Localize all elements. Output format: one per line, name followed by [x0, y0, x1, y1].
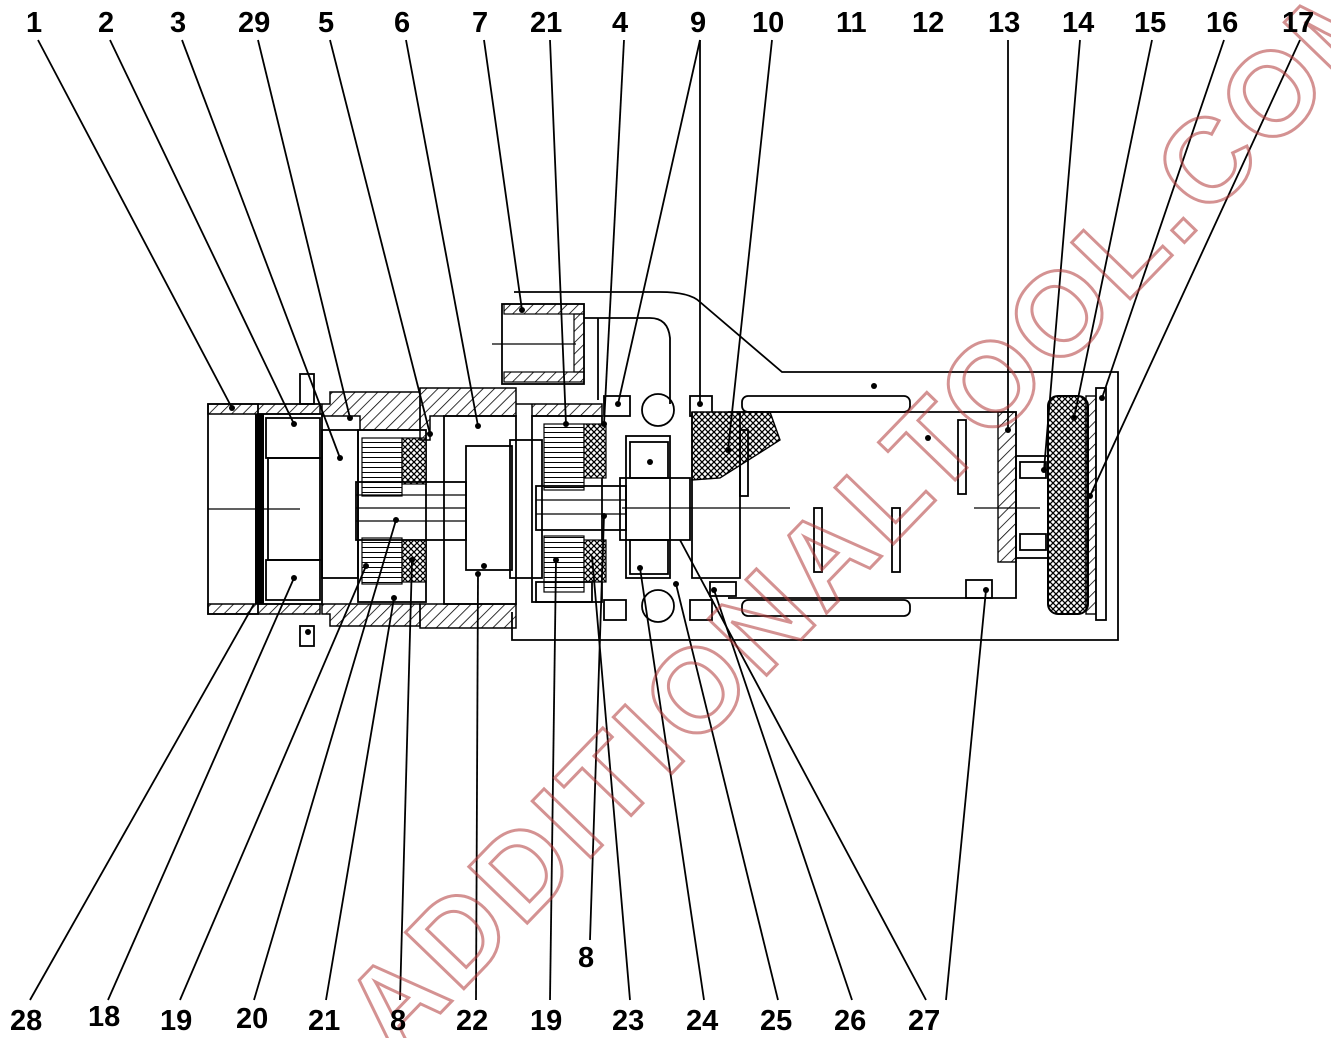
label-top: 21 — [530, 7, 562, 39]
label-bottom: 19 — [530, 1005, 562, 1037]
label-top: 7 — [472, 7, 488, 39]
label-top: 16 — [1206, 7, 1238, 39]
watermark-text: ADDITIONALTOOL.COM — [319, 0, 1331, 1038]
watermark: ADDITIONALTOOL.COM — [317, 0, 1331, 1038]
label-top: 4 — [612, 7, 628, 39]
label-top: 14 — [1062, 7, 1094, 39]
bottom-labels: 28 18 19 20 21 8 22 19 23 24 25 26 27 8 — [10, 942, 940, 1037]
leader-lines — [29, 39, 1301, 1001]
assembly-drawing — [207, 291, 1119, 647]
label-bottom: 19 — [160, 1005, 192, 1037]
label-top: 29 — [238, 7, 270, 39]
label-bottom: 18 — [88, 1001, 120, 1033]
label-top: 1 — [26, 7, 42, 39]
label-bottom: 28 — [10, 1005, 42, 1037]
label-bottom: 25 — [760, 1005, 792, 1037]
label-bottom: 26 — [834, 1005, 866, 1037]
top-labels: 1 2 3 29 5 6 7 21 4 9 10 11 12 13 14 15 … — [26, 7, 1314, 39]
label-top: 17 — [1282, 7, 1314, 39]
label-bottom: 21 — [308, 1005, 340, 1037]
label-top: 12 — [912, 7, 944, 39]
label-top: 6 — [394, 7, 410, 39]
label-top: 11 — [836, 7, 867, 39]
label-top: 15 — [1134, 7, 1166, 39]
label-top: 9 — [690, 7, 706, 39]
label-top: 13 — [988, 7, 1020, 39]
label-top: 5 — [318, 7, 334, 39]
label-top: 10 — [752, 7, 784, 39]
label-bottom: 24 — [686, 1005, 718, 1037]
label-bottom: 22 — [456, 1005, 488, 1037]
label-bottom: 27 — [908, 1005, 940, 1037]
label-extra: 8 — [578, 942, 594, 974]
label-top: 2 — [98, 7, 114, 39]
label-bottom: 20 — [236, 1003, 268, 1035]
label-bottom: 8 — [390, 1005, 406, 1037]
label-bottom: 23 — [612, 1005, 644, 1037]
label-top: 3 — [170, 7, 186, 39]
